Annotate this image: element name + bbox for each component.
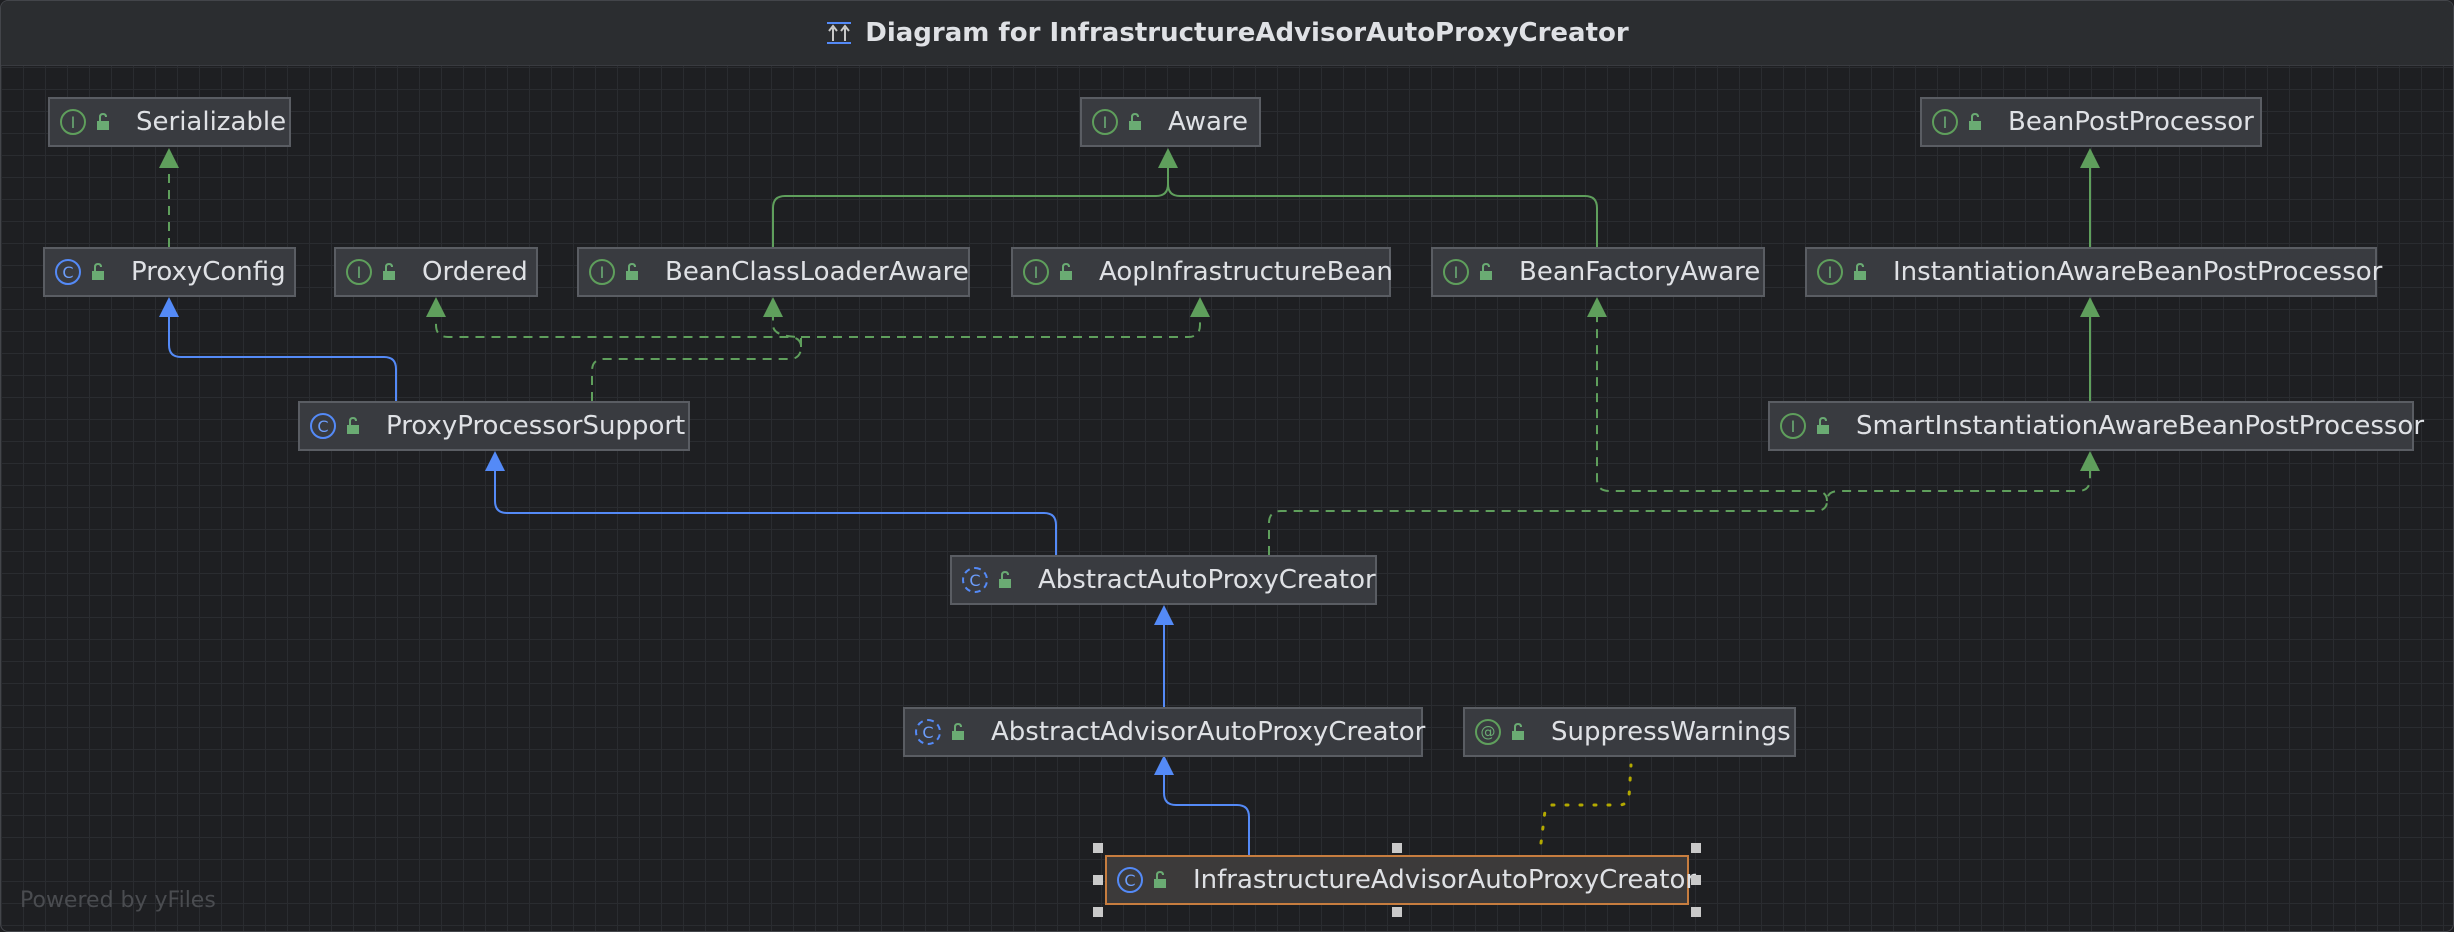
interface-icon: I <box>589 259 615 285</box>
node-label: BeanClassLoaderAware <box>665 257 969 287</box>
node-label: Aware <box>1168 107 1249 137</box>
lock-open-icon <box>1480 263 1492 280</box>
resize-handle[interactable] <box>1093 843 1103 853</box>
node-label: Serializable <box>136 107 287 137</box>
arrowhead <box>763 297 783 317</box>
node-label: AopInfrastructureBean <box>1099 257 1393 287</box>
resize-handle[interactable] <box>1392 907 1402 917</box>
node-label: ProxyConfig <box>131 257 286 287</box>
node-ordered[interactable]: I Ordered <box>334 247 538 297</box>
lock-open-icon <box>1854 263 1866 280</box>
arrowhead <box>2080 297 2100 317</box>
interface-icon: I <box>1932 109 1958 135</box>
arrowhead <box>1154 755 1174 775</box>
node-bean-factory-aware[interactable]: I BeanFactoryAware <box>1431 247 1765 297</box>
edge-beanclassloaderaware-aware <box>772 151 1169 247</box>
lock-open-icon <box>383 263 395 280</box>
node-label: Ordered <box>422 257 528 287</box>
node-label: BeanFactoryAware <box>1519 257 1761 287</box>
edge-pps-ordered <box>435 301 803 401</box>
node-label: BeanPostProcessor <box>2008 107 2254 137</box>
interface-icon: I <box>1780 413 1806 439</box>
edge-beanfactoryaware-aware <box>1167 151 1598 247</box>
lock-open-icon <box>1129 113 1141 130</box>
interface-icon: I <box>346 259 372 285</box>
node-label: InfrastructureAdvisorAutoProxyCreator <box>1193 865 1697 895</box>
node-abstract-advisor-auto-proxy-creator[interactable]: C AbstractAdvisorAutoProxyCreator <box>903 707 1426 757</box>
resize-handle[interactable] <box>1093 907 1103 917</box>
class-icon: C <box>310 413 336 439</box>
arrowhead <box>426 297 446 317</box>
node-proxy-processor-support[interactable]: C ProxyProcessorSupport <box>298 401 690 451</box>
node-aop-infrastructure-bean[interactable]: I AopInfrastructureBean <box>1011 247 1393 297</box>
lock-open-icon <box>347 417 359 434</box>
lock-open-icon <box>626 263 638 280</box>
node-smart-instantiation-aware-bpp[interactable]: I SmartInstantiationAwareBeanPostProcess… <box>1768 401 2424 451</box>
node-label: SuppressWarnings <box>1551 717 1791 747</box>
abstract-class-icon: C <box>962 567 988 593</box>
node-bean-post-processor[interactable]: I BeanPostProcessor <box>1920 97 2262 147</box>
edge-iaapc-aaapc <box>1163 759 1250 855</box>
arrowhead <box>485 451 505 471</box>
node-label: ProxyProcessorSupport <box>386 411 686 441</box>
lock-open-icon <box>97 113 109 130</box>
lock-open-icon <box>1969 113 1981 130</box>
edge-pps-aopinfrastructurebean <box>801 301 1201 338</box>
lock-open-icon <box>1154 871 1166 888</box>
edge-aapc-beanfactoryaware <box>1596 301 1828 502</box>
arrowhead <box>1190 297 1210 317</box>
arrowhead <box>1158 148 1178 168</box>
node-aware[interactable]: I Aware <box>1080 97 1261 147</box>
lock-open-icon <box>1060 263 1072 280</box>
resize-handle[interactable] <box>1691 843 1701 853</box>
interface-icon: I <box>1443 259 1469 285</box>
arrowhead <box>2080 148 2100 168</box>
node-suppress-warnings[interactable]: @ SuppressWarnings <box>1463 707 1796 757</box>
arrowhead <box>159 297 179 317</box>
interface-icon: I <box>1092 109 1118 135</box>
arrowhead <box>2080 451 2100 471</box>
node-serializable[interactable]: I Serializable <box>48 97 291 147</box>
edge-iaapc-suppresswarnings <box>1539 763 1633 845</box>
node-instantiation-aware-bpp[interactable]: I InstantiationAwareBeanPostProcessor <box>1805 247 2382 297</box>
lock-open-icon <box>1817 417 1829 434</box>
node-infrastructure-advisor-auto-proxy-creator[interactable]: C InfrastructureAdvisorAutoProxyCreator <box>1105 855 1696 905</box>
node-proxy-config[interactable]: C ProxyConfig <box>43 247 296 297</box>
resize-handle[interactable] <box>1392 843 1402 853</box>
edge-proxyprocessorsupport-proxyconfig <box>168 301 397 401</box>
window-title: Diagram for InfrastructureAdvisorAutoPro… <box>865 18 1629 48</box>
arrowhead <box>1154 605 1174 625</box>
node-bean-class-loader-aware[interactable]: I BeanClassLoaderAware <box>577 247 970 297</box>
class-icon: C <box>1117 867 1143 893</box>
abstract-class-icon: C <box>915 719 941 745</box>
arrowhead <box>1587 297 1607 317</box>
lock-open-icon <box>952 723 964 740</box>
interface-icon: I <box>1817 259 1843 285</box>
edge-aapc-proxyprocessorsupport <box>494 455 1057 555</box>
resize-handle[interactable] <box>1691 907 1701 917</box>
title-bar: Diagram for InfrastructureAdvisorAutoPro… <box>1 1 2453 66</box>
annotation-icon: @ <box>1475 719 1501 745</box>
lock-open-icon <box>1512 723 1524 740</box>
edge-aapc-smartbpp <box>1268 455 2091 555</box>
resize-handle[interactable] <box>1093 875 1103 885</box>
lock-open-icon <box>92 263 104 280</box>
node-label: AbstractAdvisorAutoProxyCreator <box>991 717 1426 747</box>
class-icon: C <box>55 259 81 285</box>
node-abstract-auto-proxy-creator[interactable]: C AbstractAutoProxyCreator <box>950 555 1377 605</box>
node-label: InstantiationAwareBeanPostProcessor <box>1893 257 2383 287</box>
diagram-icon <box>827 22 852 44</box>
resize-handle[interactable] <box>1691 875 1701 885</box>
arrowhead <box>159 148 179 168</box>
interface-icon: I <box>1023 259 1049 285</box>
node-label: AbstractAutoProxyCreator <box>1038 565 1376 595</box>
interface-icon: I <box>60 109 86 135</box>
powered-by-watermark: Powered by yFiles <box>20 888 216 913</box>
node-label: SmartInstantiationAwareBeanPostProcessor <box>1856 411 2425 441</box>
lock-open-icon <box>999 571 1011 588</box>
